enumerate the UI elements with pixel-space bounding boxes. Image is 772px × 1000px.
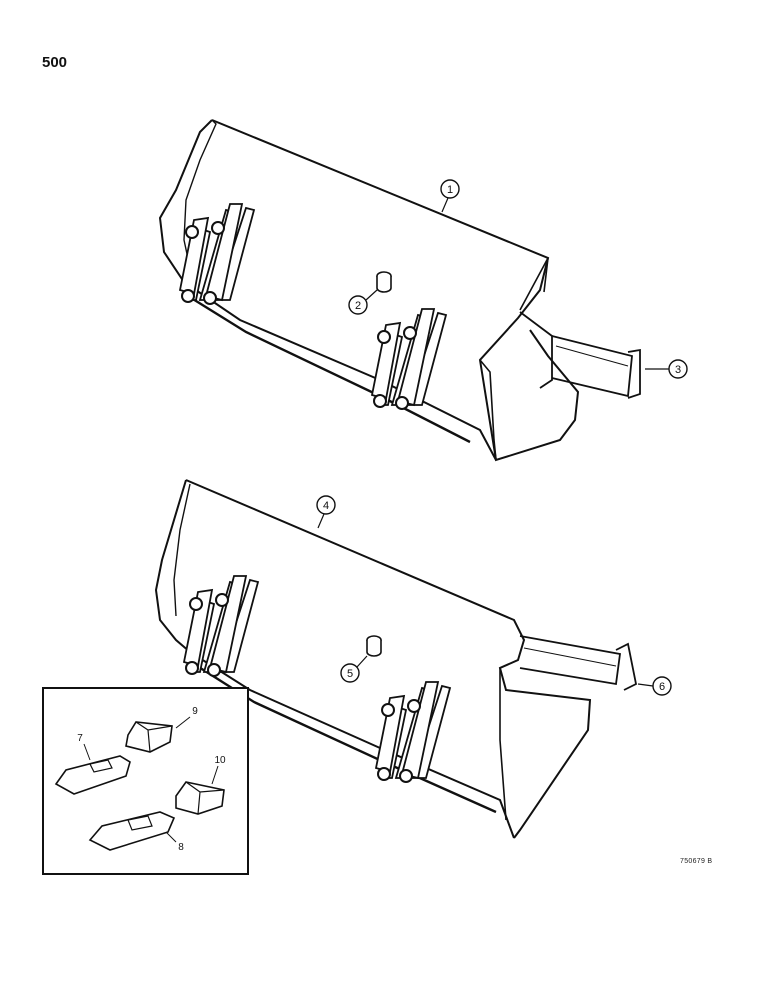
callout-2: 2 <box>348 289 378 315</box>
callout-5: 5 <box>340 655 368 683</box>
callout-1-label: 1 <box>447 184 453 196</box>
callout-10: 10 <box>211 755 226 785</box>
callout-5-label: 5 <box>347 668 353 680</box>
callout-9-label: 9 <box>192 706 198 717</box>
callout-1: 1 <box>440 179 460 213</box>
callout-3-label: 3 <box>675 364 681 376</box>
callout-7-label: 7 <box>77 733 83 744</box>
callout-9: 9 <box>175 706 198 729</box>
callout-8-label: 8 <box>178 842 184 853</box>
callout-6-label: 6 <box>659 681 665 693</box>
callout-10-label: 10 <box>214 755 226 766</box>
callout-4-label: 4 <box>323 500 329 512</box>
figure-code: 750679 B <box>680 858 713 865</box>
callout-8: 8 <box>165 831 184 853</box>
callout-7: 7 <box>77 733 91 761</box>
callout-3: 3 <box>645 359 688 379</box>
bucket-4-drawing <box>154 479 638 839</box>
bucket-1-drawing <box>158 119 641 462</box>
teeth-inset <box>42 687 249 875</box>
callout-4: 4 <box>316 495 336 529</box>
page-number: 500 <box>42 54 68 71</box>
callout-2-label: 2 <box>355 300 361 312</box>
callout-6: 6 <box>637 676 672 696</box>
